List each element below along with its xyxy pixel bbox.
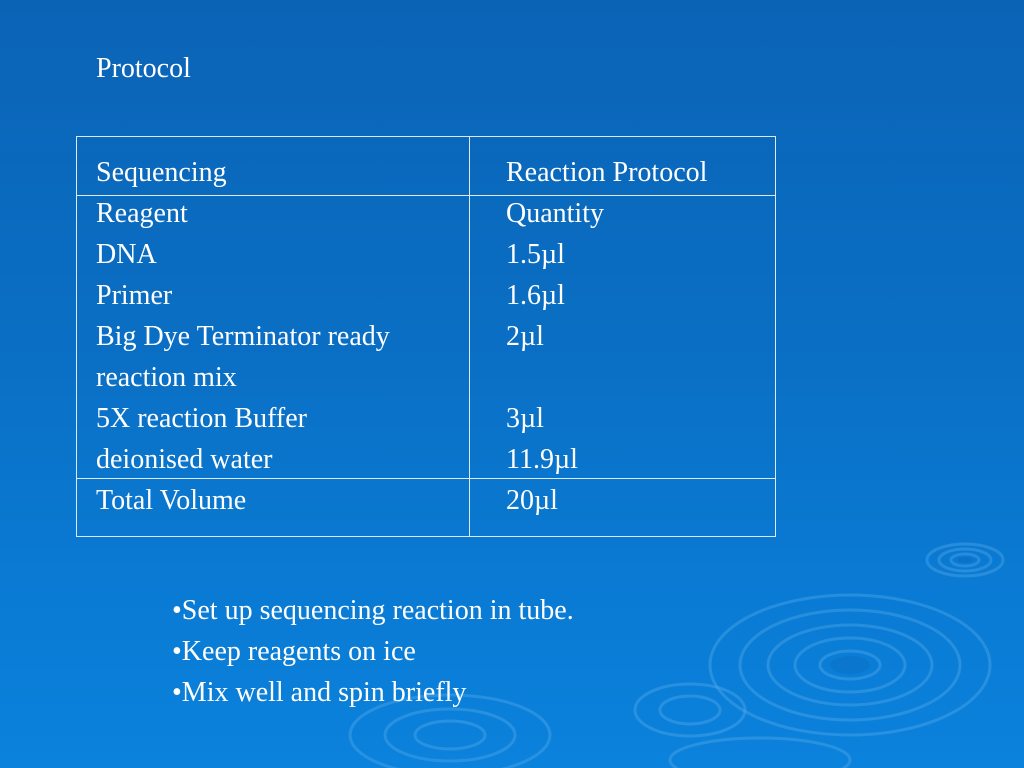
total-volume-label: Total Volume: [96, 485, 247, 516]
quantity-cell: 1.5µl: [506, 239, 565, 270]
total-volume-value: 20µl: [506, 485, 558, 516]
protocol-table: Sequencing Reaction Protocol Reagent DNA…: [76, 136, 776, 537]
slide-title: Protocol: [96, 53, 191, 84]
reagent-cell: deionised water: [96, 444, 273, 475]
header-left-cell: Sequencing: [96, 157, 227, 188]
header-right-cell: Reaction Protocol: [506, 157, 708, 188]
table-footer-divider: [77, 478, 775, 479]
quantity-cell: 11.9µl: [506, 444, 578, 475]
instruction-item: •Mix well and spin briefly: [172, 677, 467, 708]
reagent-cell: Reagent: [96, 198, 188, 229]
reagent-cell: 5X reaction Buffer: [96, 403, 307, 434]
quantity-cell: 2µl: [506, 321, 544, 352]
table-header-divider: [77, 195, 775, 196]
table-column-divider: [469, 137, 470, 536]
quantity-cell: 3µl: [506, 403, 544, 434]
instruction-item: •Set up sequencing reaction in tube.: [172, 595, 574, 626]
reagent-cell: Big Dye Terminator ready: [96, 321, 390, 352]
instruction-item: •Keep reagents on ice: [172, 636, 416, 667]
quantity-cell: Quantity: [506, 198, 604, 229]
reagent-cell: Primer: [96, 280, 173, 311]
reagent-cell: DNA: [96, 239, 157, 270]
reagent-cell: reaction mix: [96, 362, 237, 393]
quantity-cell: 1.6µl: [506, 280, 565, 311]
instruction-list: •Set up sequencing reaction in tube. •Ke…: [172, 590, 574, 713]
